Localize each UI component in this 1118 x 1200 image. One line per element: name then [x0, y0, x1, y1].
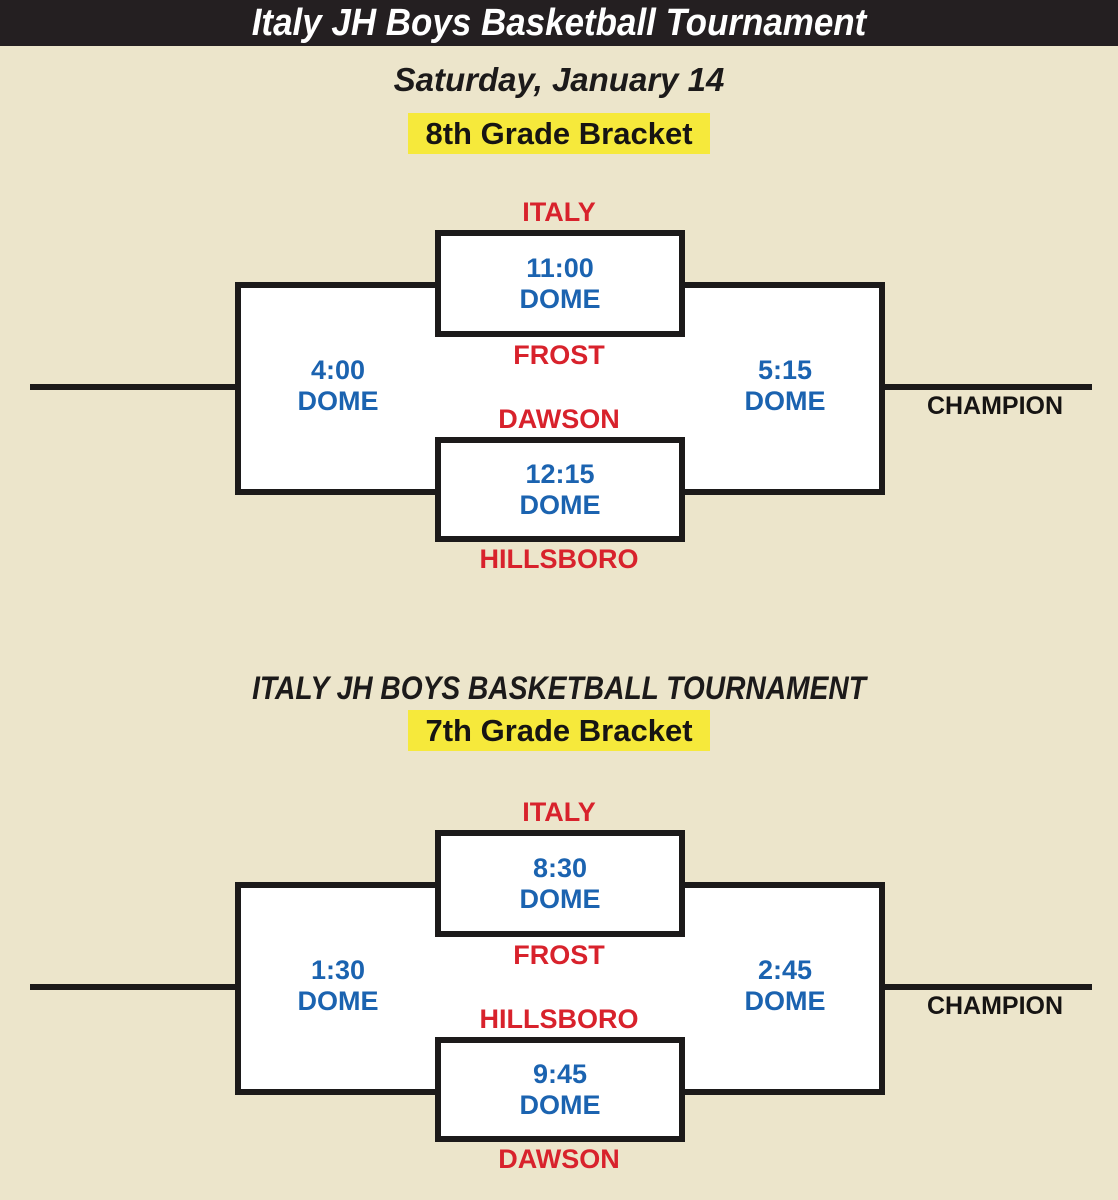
game-time: 2:45 [757, 955, 813, 985]
game-time: 8:30 [532, 852, 588, 883]
team-label-bottom-seed: DAWSON [498, 404, 620, 434]
game-venue: DOME [519, 1089, 601, 1120]
game-venue: DOME [297, 986, 379, 1016]
game-venue: DOME [519, 283, 601, 314]
team-label-bottom-opponent: DAWSON [498, 1144, 620, 1174]
entry-line-left [30, 984, 235, 990]
game-time: 11:00 [526, 252, 594, 283]
game-venue: DOME [519, 883, 601, 914]
tournament-title: Italy JH Boys Basketball Tournament [251, 1, 867, 44]
grade-7-bracket-label: 7th Grade Bracket [408, 710, 710, 751]
final-left-game: 4:00 DOME [238, 355, 438, 417]
header-bar: Italy JH Boys Basketball Tournament [0, 0, 1118, 46]
game-time: 9:45 [532, 1058, 588, 1089]
bracket-8th-grade: ITALY 11:00 DOME FROST DAWSON 12:15 DOME… [0, 180, 1118, 600]
final-right-game: 2:45 DOME [685, 955, 885, 1017]
final-right-game: 5:15 DOME [685, 355, 885, 417]
grade-7-heading-row: 7th Grade Bracket [0, 710, 1118, 751]
semifinal-top-game-box: 11:00 DOME [435, 230, 685, 337]
team-label-bottom-opponent: HILLSBORO [479, 544, 639, 574]
team-label-top-opponent: FROST [513, 340, 605, 370]
game-venue: DOME [519, 489, 601, 520]
champion-line [885, 384, 1092, 390]
grade-8-bracket-label: 8th Grade Bracket [408, 113, 710, 154]
team-label-top-seed: ITALY [522, 197, 596, 227]
entry-line-left [30, 384, 235, 390]
section-title-7th: ITALY JH BOYS BASKETBALL TOURNAMENT [252, 670, 866, 706]
bracket-7th-grade: ITALY 8:30 DOME FROST HILLSBORO 9:45 DOM… [0, 780, 1118, 1200]
game-venue: DOME [744, 386, 826, 416]
tournament-date: Saturday, January 14 [393, 61, 725, 98]
game-time: 1:30 [310, 955, 366, 985]
semifinal-top-game-box: 8:30 DOME [435, 830, 685, 937]
final-left-game: 1:30 DOME [238, 955, 438, 1017]
champion-label: CHAMPION [926, 992, 1064, 1020]
team-label-bottom-seed: HILLSBORO [479, 1004, 639, 1034]
game-time: 5:15 [757, 355, 813, 385]
semifinal-bottom-game-box: 9:45 DOME [435, 1037, 685, 1142]
team-label-top-seed: ITALY [522, 797, 596, 827]
semifinal-bottom-game-box: 12:15 DOME [435, 437, 685, 542]
game-venue: DOME [744, 986, 826, 1016]
game-venue: DOME [297, 386, 379, 416]
game-time: 12:15 [525, 458, 595, 489]
team-label-top-opponent: FROST [513, 940, 605, 970]
champion-label: CHAMPION [926, 392, 1064, 420]
game-time: 4:00 [310, 355, 366, 385]
champion-line [885, 984, 1092, 990]
grade-8-heading-row: 8th Grade Bracket [0, 113, 1118, 154]
